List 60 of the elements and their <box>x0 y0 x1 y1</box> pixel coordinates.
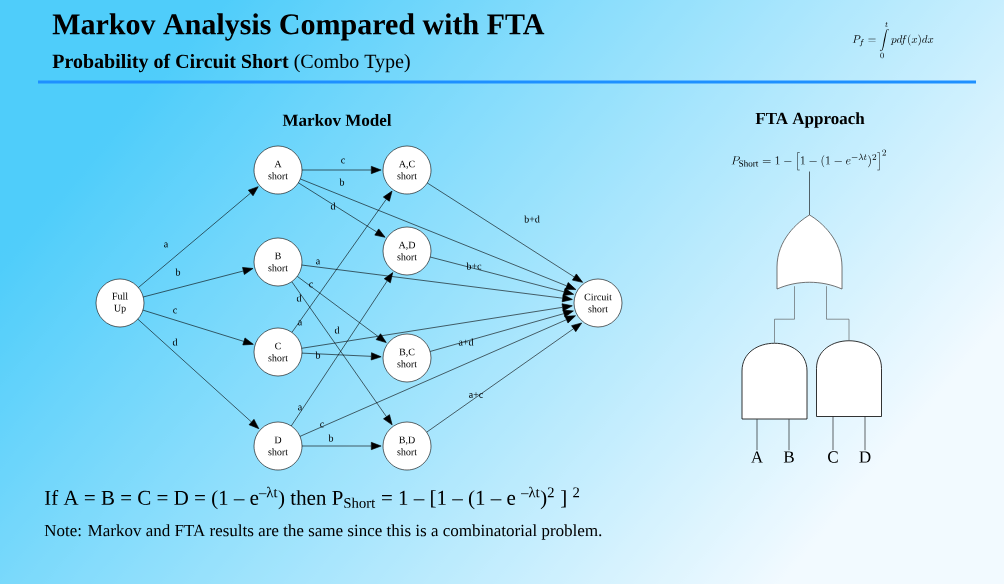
edge-label: d <box>334 326 340 334</box>
edge-label: a <box>164 242 169 248</box>
input-label: D <box>859 451 871 463</box>
arrow <box>301 352 382 361</box>
edge-label: b <box>328 434 334 442</box>
connector-line <box>788 418 790 451</box>
edge-label: a+c <box>469 392 483 398</box>
input-label: B <box>783 451 794 463</box>
edge-label: c <box>341 158 345 164</box>
edge-label: c <box>320 422 324 428</box>
section-heading: FTA Approach <box>755 112 865 128</box>
arrow <box>137 318 260 429</box>
arrow <box>429 256 574 296</box>
edge-label: b <box>175 268 181 276</box>
formula-text: If A = B = C = D = (1 – e$^{–λt}$) then P$_{Short}$ = 1 – [1 – (1 – e $^{–λt}$)$^{2}$ ] $^{2}$ <box>44 486 580 510</box>
arrow <box>301 303 573 349</box>
arrow <box>298 182 386 238</box>
arrow <box>296 276 387 343</box>
connector-line <box>756 418 758 451</box>
edge-label: c <box>173 308 177 314</box>
edge-label: d <box>296 294 302 302</box>
connector-line <box>832 416 834 451</box>
formula-text: $P_{\mathrm{Short}} = 1 - \left[1 - (1 - e^{-\lambda t})^{2}\right]^{2}$ <box>731 149 886 171</box>
connector-line <box>809 171 810 216</box>
arrow <box>142 309 254 346</box>
connector-line <box>826 285 850 341</box>
edge-label: b+d <box>524 215 540 223</box>
edge-label: b <box>339 178 345 186</box>
arrow <box>138 186 259 288</box>
arrow <box>301 442 382 450</box>
edge-label: b <box>315 351 321 359</box>
input-label: A <box>751 451 763 463</box>
arrow <box>429 309 574 352</box>
edge-label: a <box>298 405 303 411</box>
arrow <box>301 166 382 174</box>
arrow <box>299 178 577 290</box>
edge-label: d <box>172 338 178 346</box>
or-gate <box>776 214 843 290</box>
edge-label: a <box>298 320 303 326</box>
connector-line <box>774 285 795 344</box>
arrow <box>291 190 393 333</box>
edge-label: a+d <box>458 338 474 346</box>
slide-title: Markov Analysis Compared with FTA <box>52 13 545 41</box>
slide-subtitle: Probability of Circuit Short (Combo Type) <box>52 53 410 73</box>
arrow <box>301 264 573 303</box>
connector-line <box>864 416 866 451</box>
arrow <box>299 315 576 437</box>
integral-formula: $P_{f} = \int\limits_{0}^{t} pdf(x)dx$ <box>852 21 934 59</box>
arrow <box>426 322 582 433</box>
edge-label: a <box>316 259 321 265</box>
and-gate <box>741 342 808 420</box>
section-heading: Markov Model <box>282 114 392 126</box>
input-label: C <box>828 451 838 463</box>
edge-label: d <box>330 202 336 210</box>
edge-label: b+c <box>466 262 482 270</box>
note-text: Note: Markov and FTA results are the same since this is a combinatorial problem. <box>44 524 602 540</box>
arrow <box>426 182 583 283</box>
and-gate <box>816 340 882 417</box>
edge-label: c <box>309 282 313 288</box>
arrow <box>142 267 254 298</box>
